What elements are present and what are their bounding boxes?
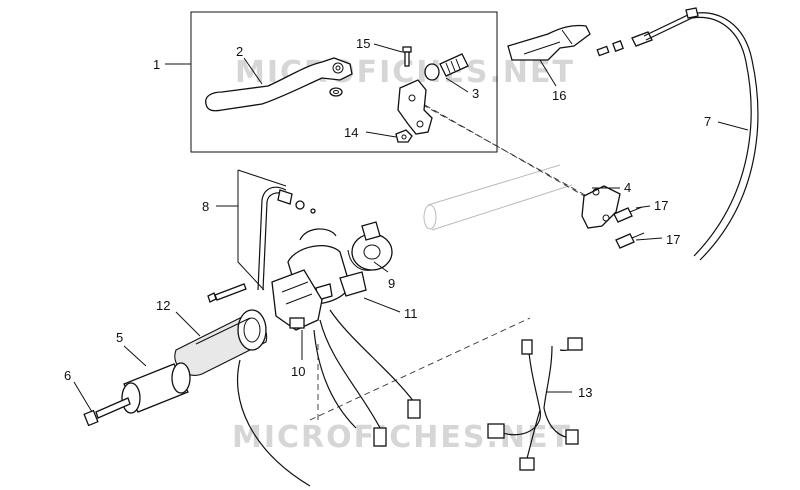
callout-17-lower: 17 — [666, 232, 680, 247]
bolt-part-6 — [83, 397, 131, 427]
throttle-pulley-part-9 — [347, 221, 393, 271]
callout-10: 10 — [291, 364, 305, 379]
cable-part-7 — [643, 7, 759, 261]
callout-9: 9 — [388, 276, 395, 291]
bar-end-weight-part-5 — [121, 362, 191, 414]
clamp-screw-17b — [615, 232, 645, 249]
cable-end-fittings — [596, 31, 653, 57]
callout-12: 12 — [156, 298, 170, 313]
callout-4: 4 — [624, 180, 631, 195]
callout-13: 13 — [578, 385, 592, 400]
callout-15: 15 — [356, 36, 370, 51]
grip-part-12 — [174, 309, 268, 376]
callout-8: 8 — [202, 199, 209, 214]
callout-16: 16 — [552, 88, 566, 103]
clamp-part-4 — [581, 185, 621, 229]
lever-part-2 — [205, 57, 353, 112]
callout-14: 14 — [344, 125, 358, 140]
rubber-cover-part-16 — [507, 24, 591, 61]
clamp-screw-17a — [613, 206, 643, 223]
callout-2: 2 — [236, 44, 243, 59]
lever-assembly-box — [190, 11, 498, 153]
nut-part-14 — [395, 129, 413, 143]
throttle-cable-part-8 — [257, 186, 316, 291]
washer-part — [329, 87, 343, 97]
callout-labels: 1 2 15 3 14 16 7 4 17 17 8 9 11 10 12 5 … — [64, 36, 711, 400]
callout-3: 3 — [472, 86, 479, 101]
switch-bolt-part — [207, 283, 247, 303]
callout-11: 11 — [404, 306, 418, 321]
adjuster-part-3 — [424, 53, 469, 81]
callout-17-upper: 17 — [654, 198, 668, 213]
callout-1: 1 — [153, 57, 160, 72]
leader-lines — [73, 43, 749, 413]
switch-body-part-10 — [271, 269, 323, 331]
callout-7: 7 — [704, 114, 711, 129]
screw-part-15 — [402, 46, 412, 67]
callout-5: 5 — [116, 330, 123, 345]
watermark-bottom: MICROFICHES.NET — [232, 420, 572, 455]
handlebar-tube — [423, 164, 573, 231]
lever-mount-body — [397, 79, 433, 135]
callout-6: 6 — [64, 368, 71, 383]
wiring-harness-part-13 — [487, 337, 583, 471]
switch-wiring — [236, 309, 421, 487]
assembly-guide-lines — [309, 94, 601, 421]
